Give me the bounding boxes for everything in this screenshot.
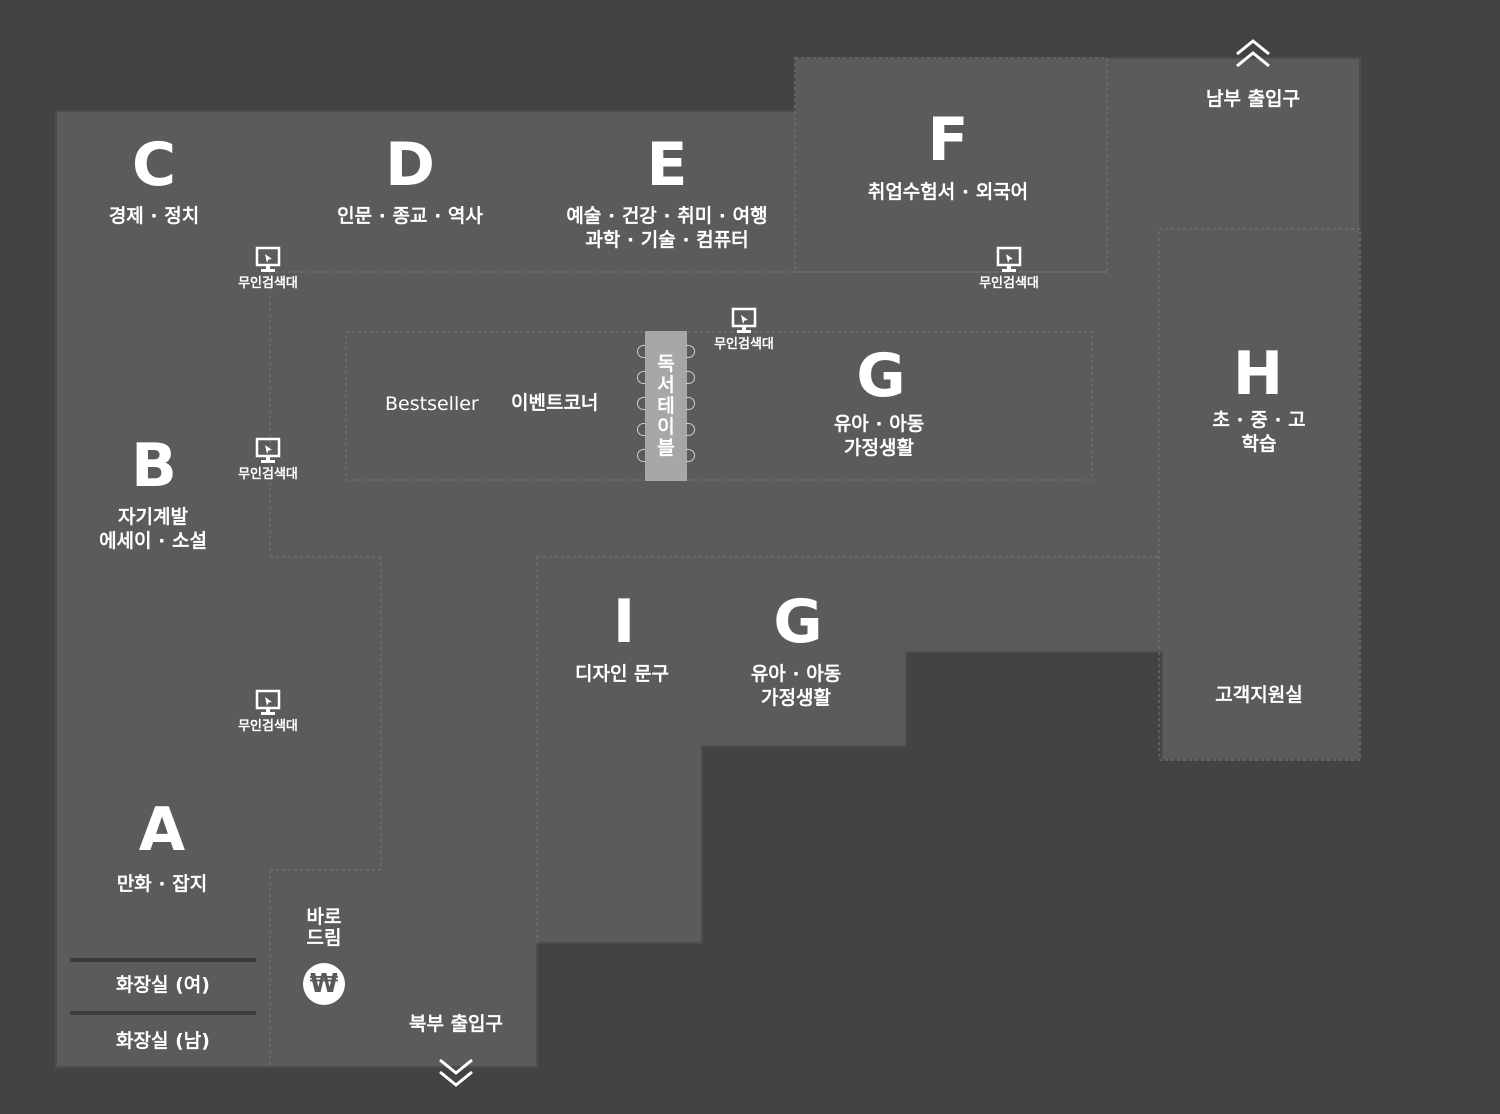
bestseller-label: Bestseller — [385, 393, 479, 415]
zone-g-upper-label: 유아 · 아동 가정생활 — [834, 412, 924, 460]
zone-i-letter: I — [612, 587, 636, 657]
kiosk-3-label: 무인검색대 — [714, 337, 774, 352]
zone-b-category-2: 에세이 · 소설 — [99, 530, 207, 552]
zone-d-letter: D — [385, 130, 435, 200]
zone-b-label: 자기계발 에세이 · 소설 — [99, 505, 207, 553]
double-chevron-up-icon — [1236, 39, 1270, 68]
north-entrance-text: 북부 출입구 — [408, 1013, 504, 1035]
kiosk-1[interactable]: 무인검색대 — [228, 246, 308, 292]
south-entrance-text: 남부 출입구 — [1205, 88, 1301, 110]
zone-c-label: 경제 · 정치 — [109, 204, 199, 228]
computer-monitor-icon — [255, 437, 281, 463]
reading-table: 독 서 테 이 블 — [645, 331, 687, 481]
zone-a-category: 만화 · 잡지 — [116, 873, 208, 895]
zone-e-letter: E — [646, 130, 688, 200]
zone-f-category: 취업수험서 · 외국어 — [867, 181, 1029, 203]
zone-c-category: 경제 · 정치 — [108, 205, 200, 227]
zone-b-letter: B — [131, 431, 177, 501]
zone-e-label: 예술 · 건강 · 취미 · 여행 과학 · 기술 · 컴퓨터 — [566, 204, 767, 252]
kiosk-3[interactable]: 무인검색대 — [704, 307, 784, 353]
restroom-male: 화장실 (남) — [116, 1029, 210, 1053]
zone-g-lower-label: 유아 · 아동 가정생활 — [751, 662, 841, 710]
zone-e-category-2: 과학 · 기술 · 컴퓨터 — [585, 229, 749, 251]
zone-h-letter: H — [1232, 339, 1284, 409]
zone-h-category-1: 초 · 중 · 고 — [1212, 409, 1306, 431]
zone-f-label: 취업수험서 · 외국어 — [868, 180, 1028, 204]
zone-d-label: 인문 · 종교 · 역사 — [337, 204, 483, 228]
kiosk-4[interactable]: 무인검색대 — [228, 437, 308, 483]
reading-table-char-4: 이 — [657, 415, 675, 438]
restroom-female: 화장실 (여) — [116, 973, 210, 997]
zone-f-outline — [794, 57, 1108, 273]
zone-f-letter: F — [927, 105, 969, 175]
zone-g-upper-category-2: 가정생활 — [844, 437, 914, 459]
zone-g-upper-letter: G — [856, 341, 906, 411]
zone-g-lower-category-2: 가정생활 — [761, 687, 831, 709]
kiosk-2[interactable]: 무인검색대 — [969, 246, 1049, 292]
zone-c-letter: C — [131, 130, 177, 200]
computer-monitor-icon — [255, 689, 281, 715]
zone-d-category: 인문 · 종교 · 역사 — [337, 205, 483, 227]
south-entrance-label[interactable]: 남부 출입구 — [1206, 87, 1300, 111]
zone-g-lower-category-1: 유아 · 아동 — [750, 663, 842, 685]
customer-support-label: 고객지원실 — [1215, 683, 1302, 707]
event-corner-label: 이벤트코너 — [511, 392, 599, 414]
reading-table-char-2: 서 — [657, 373, 675, 396]
kiosk-2-label: 무인검색대 — [979, 276, 1039, 291]
north-entrance-label[interactable]: 북부 출입구 — [409, 1012, 503, 1036]
zone-i-category: 디자인 문구 — [574, 663, 670, 685]
restroom-female-text: 화장실 (여) — [116, 974, 210, 996]
zone-e-category-1: 예술 · 건강 · 취미 · 여행 — [566, 205, 768, 227]
computer-monitor-icon — [255, 246, 281, 272]
baro-dream-label: 바로 드림 — [307, 907, 342, 949]
computer-monitor-icon — [731, 307, 757, 333]
reading-table-char-5: 블 — [657, 436, 675, 459]
zone-g-lower-letter: G — [773, 587, 823, 657]
zone-i-label: 디자인 문구 — [575, 662, 669, 686]
restroom-divider-middle — [70, 1011, 256, 1015]
zone-h-label: 초 · 중 · 고 학습 — [1212, 408, 1305, 456]
baro-dream-line-2: 드림 — [306, 927, 342, 949]
restroom-male-text: 화장실 (남) — [116, 1030, 210, 1052]
double-chevron-down-icon — [439, 1058, 473, 1087]
reading-table-chairs-left — [637, 345, 647, 475]
zone-a-label: 만화 · 잡지 — [117, 872, 207, 896]
restroom-divider-top — [70, 958, 256, 962]
zone-h-category-2: 학습 — [1241, 433, 1277, 455]
zone-g-upper-category-1: 유아 · 아동 — [833, 413, 925, 435]
zone-b-category-1: 자기계발 — [118, 506, 188, 528]
zone-a-letter: A — [138, 795, 186, 865]
kiosk-1-label: 무인검색대 — [238, 276, 298, 291]
kiosk-5-label: 무인검색대 — [238, 719, 298, 734]
kiosk-5[interactable]: 무인검색대 — [228, 689, 308, 735]
reading-table-chairs-right — [686, 345, 696, 475]
customer-support-text: 고객지원실 — [1215, 684, 1303, 706]
computer-monitor-icon — [996, 246, 1022, 272]
reading-table-char-1: 독 — [657, 352, 675, 375]
won-coin-icon: ₩ — [303, 963, 345, 1005]
kiosk-4-label: 무인검색대 — [238, 467, 298, 482]
reading-table-char-3: 테 — [657, 394, 675, 417]
event-area-outline — [345, 331, 1093, 481]
baro-dream-line-1: 바로 — [306, 906, 342, 928]
